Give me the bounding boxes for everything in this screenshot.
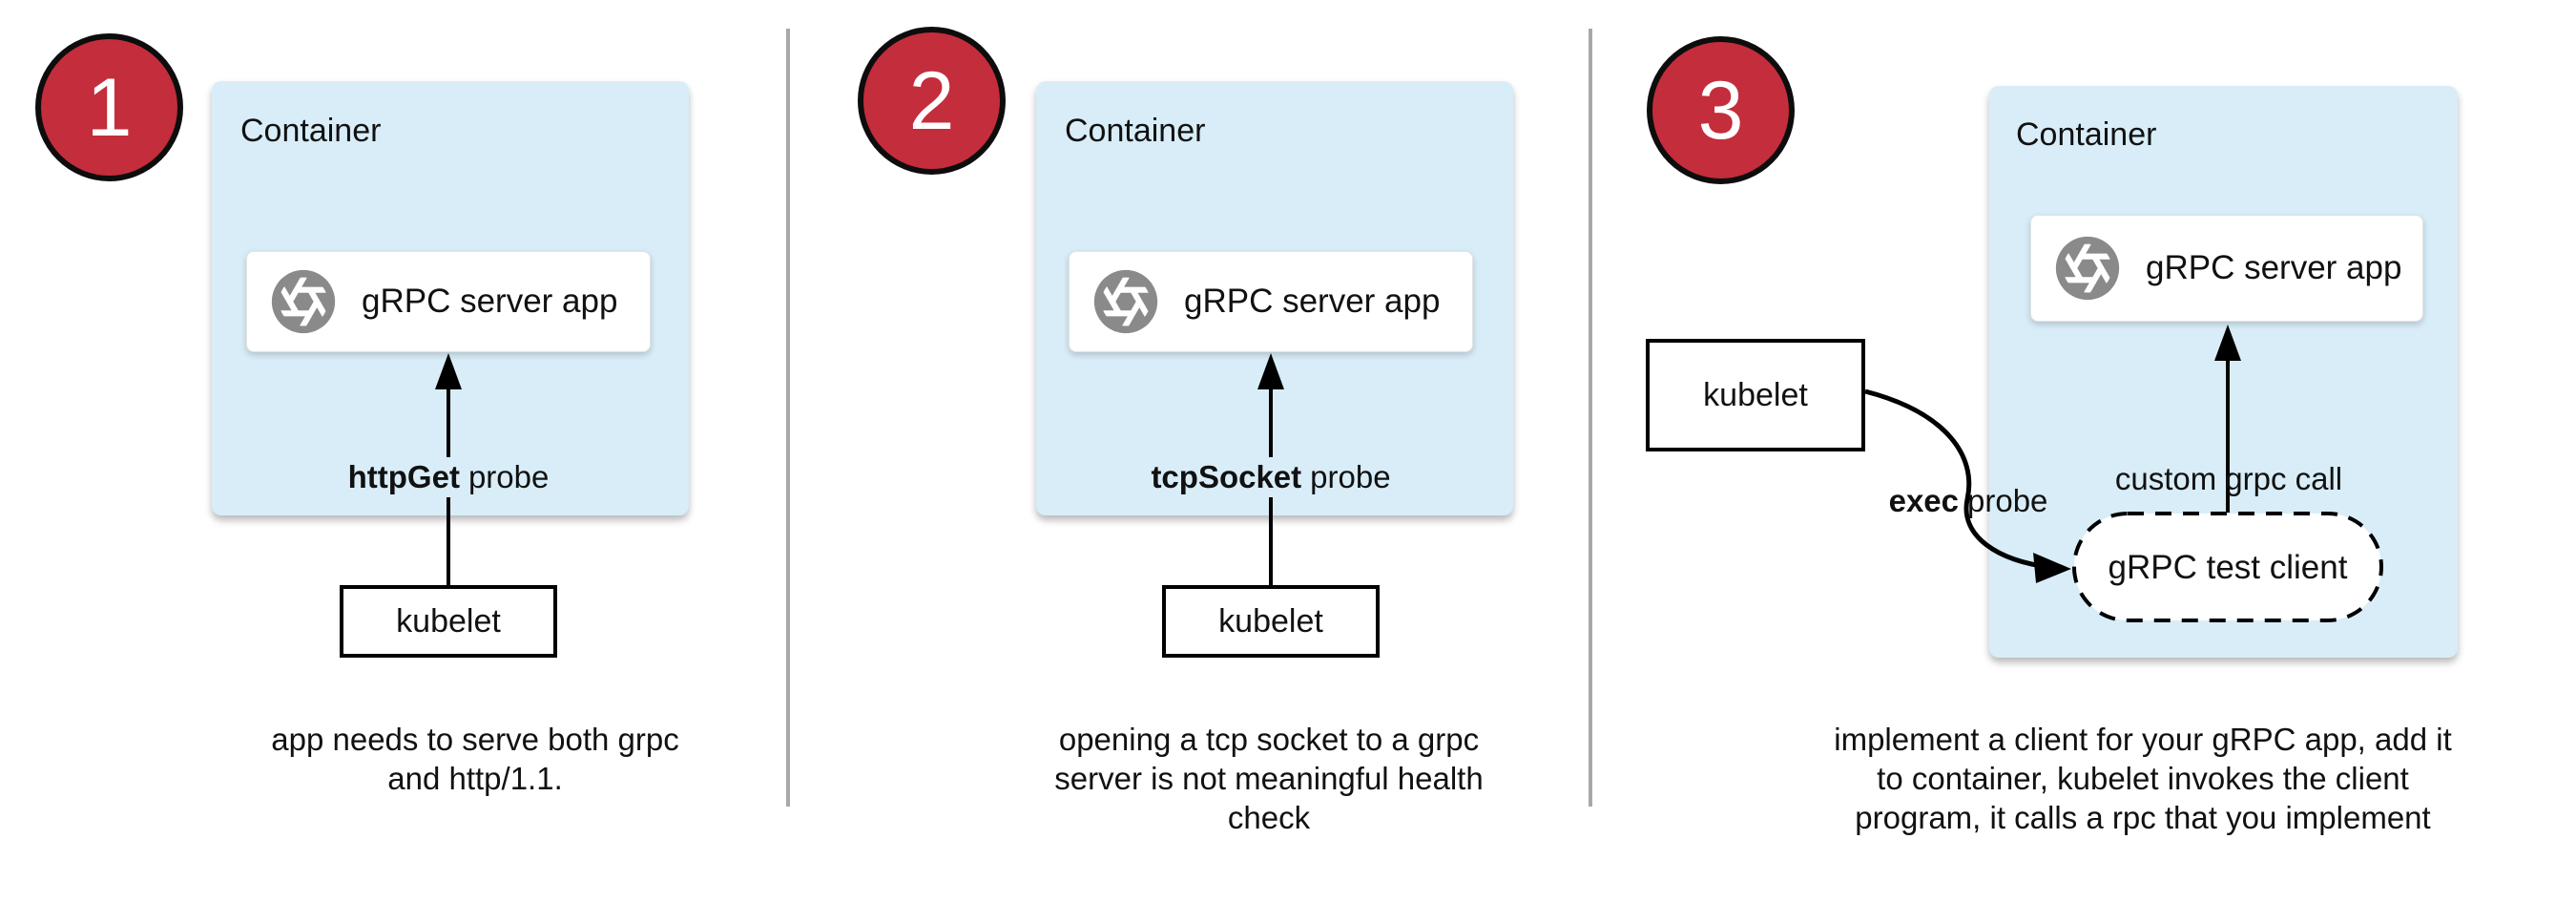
call-label-left: custom [2114,461,2217,496]
step-badge-3: 3 [1647,36,1795,184]
caption-3-line-2: to container, kubelet invokes the client [1877,761,2409,796]
probe-type-3: exec [1888,483,1960,518]
grpc-server-app-box-3: gRPC server app [2030,215,2423,322]
step-badge-2: 2 [858,27,1006,175]
aperture-icon [2055,236,2120,301]
aperture-icon [1093,269,1158,334]
grpc-test-client-label: gRPC test client [2108,549,2348,586]
step-badge-1: 1 [35,33,183,181]
probe-type-1: httpGet [347,459,460,494]
caption-2-line-1: opening a tcp socket to a grpc [1058,722,1480,757]
container-label-3: Container [2016,116,2157,153]
caption-3: implement a client for your gRPC app, ad… [1834,720,2451,837]
app-label-3: gRPC server app [2146,249,2402,286]
app-label-2: gRPC server app [1184,283,1441,320]
app-label-1: gRPC server app [362,283,618,320]
caption-1: app needs to serve both grpc and http/1.… [271,720,678,798]
probe-word-2: probe [1310,459,1391,494]
probe-type-2: tcpSocket [1151,459,1302,494]
kubelet-box-2: kubelet [1162,585,1380,658]
container-label-2: Container [1065,113,1206,149]
caption-2: opening a tcp socket to a grpc server is… [1054,720,1483,837]
aperture-icon [271,269,336,334]
kubelet-box-1: kubelet [340,585,557,658]
caption-3-line-3: program, it calls a rpc that you impleme… [1855,800,2431,835]
call-label-right: grpc call [2225,461,2343,496]
panel-divider-2 [1589,29,1592,807]
caption-2-line-3: check [1227,800,1311,835]
probe-word-1: probe [467,459,550,494]
container-label-1: Container [240,113,382,149]
kubelet-box-3: kubelet [1646,339,1865,451]
caption-3-line-1: implement a client for your gRPC app, ad… [1834,722,2452,757]
grpc-server-app-box-1: gRPC server app [246,251,651,352]
caption-2-line-2: server is not meaningful health [1054,761,1484,796]
caption-1-line-2: and http/1.1. [387,761,563,796]
caption-1-line-1: app needs to serve both grpc [271,722,679,757]
grpc-server-app-box-2: gRPC server app [1069,251,1473,352]
probe-word-3: probe [1967,483,2048,518]
panel-divider-1 [786,29,790,807]
